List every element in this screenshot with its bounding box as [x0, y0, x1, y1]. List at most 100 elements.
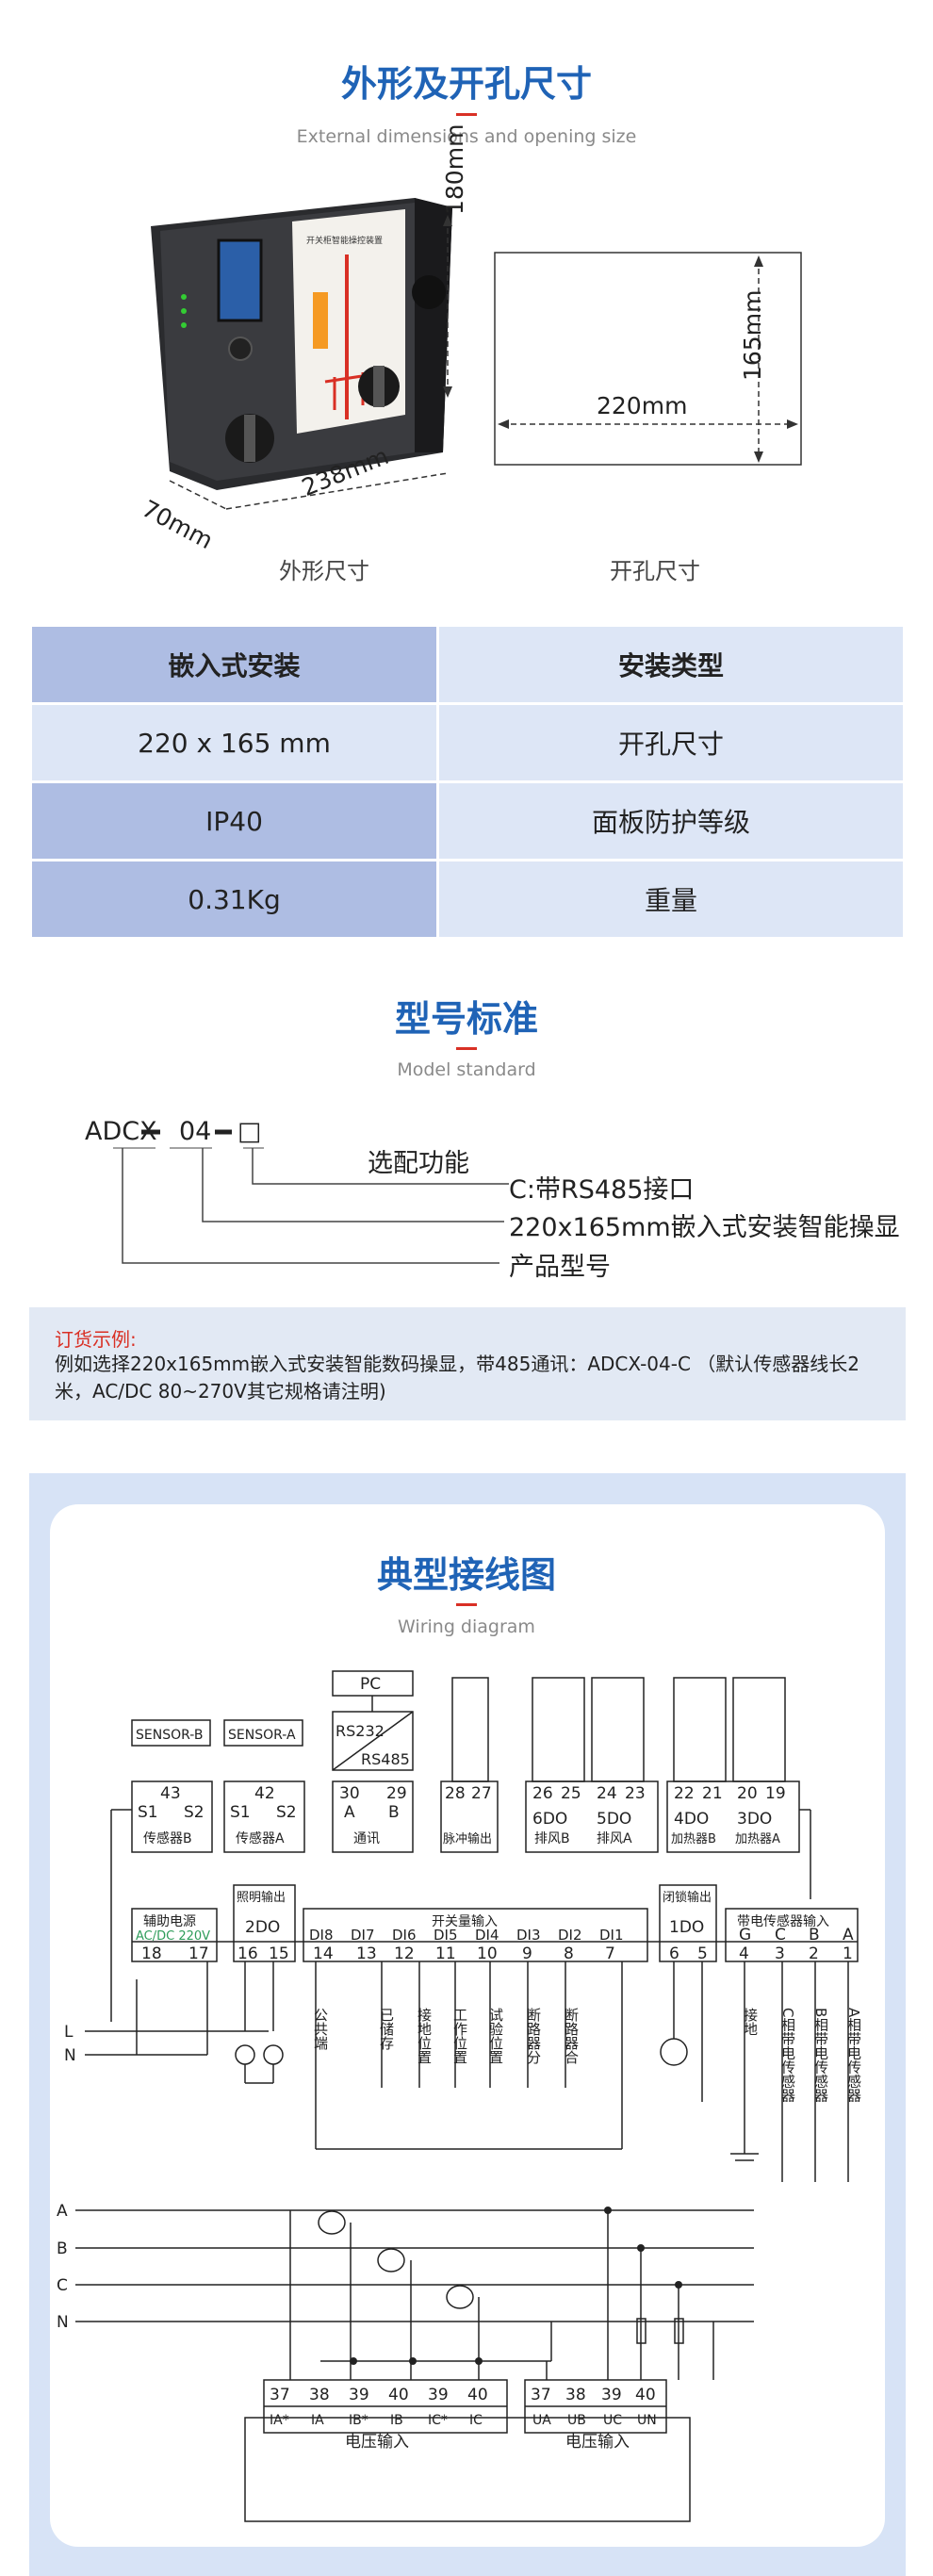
term-label: IC* [428, 2413, 448, 2428]
term-num: 43 [160, 1784, 181, 1803]
term-num: 39 [428, 2386, 449, 2404]
cutout-diagram [494, 252, 802, 466]
term-num: 2 [809, 1944, 819, 1963]
label-option: 选配功能 [368, 1149, 469, 1178]
table-cell: 安装类型 [436, 624, 906, 705]
aux-title: 辅助电源 [143, 1914, 196, 1929]
term-num: 8 [564, 1944, 574, 1963]
line-l-label: L [64, 2023, 74, 2042]
model-title: 型号标准 [394, 998, 538, 1040]
order-example-box: 订货示例: 例如选择220x165mm嵌入式安装智能数码操显，带485通讯：AD… [29, 1307, 906, 1420]
table-row: 0.31Kg 重量 [29, 859, 906, 940]
table-cell: 重量 [436, 859, 906, 940]
di-label: 断路器合 [563, 2008, 580, 2064]
sensor-label: C相带电传感器 [779, 2008, 796, 2103]
di-label: 已储存 [378, 2008, 395, 2050]
term-num: 20 [737, 1784, 758, 1803]
di-label: 试验位置 [487, 2008, 504, 2064]
term-label: UC [603, 2413, 622, 2428]
sensor-term: G [739, 1926, 751, 1944]
term-label: UN [637, 2413, 657, 2428]
term-num: 25 [561, 1784, 581, 1803]
table-cell: IP40 [29, 780, 439, 861]
term-num: 21 [702, 1784, 723, 1803]
sensor-a-label: SENSOR-A [228, 1728, 296, 1743]
term-num: 12 [394, 1944, 415, 1963]
term-num: 39 [349, 2386, 369, 2404]
block-name: 排风A [597, 1831, 632, 1846]
order-text: 例如选择220x165mm嵌入式安装智能数码操显，带485通讯：ADCX-04-… [55, 1353, 860, 1403]
term-num: 42 [254, 1784, 275, 1803]
cut-width-label: 220mm [597, 392, 688, 419]
sensor-term: A [843, 1926, 854, 1944]
table-row: IP40 面板防护等级 [29, 780, 906, 861]
knob-side-icon [412, 275, 446, 309]
cut-height-label: 165mm [739, 289, 766, 381]
caption-opening: 开孔尺寸 [610, 558, 700, 584]
table-cell: 面板防护等级 [436, 780, 906, 861]
term-num: 14 [313, 1944, 334, 1963]
term-num: 28 [445, 1784, 466, 1803]
term-num: 40 [388, 2386, 409, 2404]
di-label: 接地位置 [416, 2008, 433, 2064]
block-name: 传感器A [236, 1830, 285, 1846]
term-num: 10 [477, 1944, 498, 1963]
lock-do: 1DO [669, 1918, 704, 1937]
sensor-term: C [775, 1926, 786, 1944]
label-size: 220x165mm嵌入式安装智能操显 [509, 1213, 900, 1242]
wiring-title: 典型接线图 [376, 1554, 556, 1596]
term-label: IA [311, 2413, 324, 2428]
block-name: 加热器B [671, 1832, 716, 1846]
term-label: 4DO [674, 1810, 709, 1829]
label-rs485: C:带RS485接口 [509, 1175, 695, 1205]
model-subtitle: Model standard [397, 1059, 536, 1080]
term-num: 13 [356, 1944, 377, 1963]
di-term: DI2 [558, 1927, 582, 1944]
term-label: A [344, 1803, 355, 1822]
di-term: DI5 [434, 1927, 458, 1944]
table-cell: 嵌入式安装 [29, 624, 439, 705]
rs485-label: RS485 [361, 1750, 410, 1768]
wiring-diagram: PC RS232 RS485 SENSOR-B SENSOR-A 43 S1 S… [57, 1670, 862, 2522]
model-code-diagram [113, 1129, 509, 1264]
term-num: 18 [141, 1944, 162, 1963]
table-cell: 220 x 165 mm [29, 702, 439, 783]
term-num: 22 [674, 1784, 695, 1803]
term-num: 5 [697, 1944, 708, 1963]
term-label: IB* [349, 2413, 368, 2428]
term-label: UB [567, 2413, 586, 2428]
term-label: 6DO [532, 1810, 567, 1829]
sensor-title: 带电传感器输入 [737, 1913, 829, 1929]
term-label: 5DO [597, 1810, 631, 1829]
table-row: 嵌入式安装 安装类型 [29, 624, 906, 705]
table-row: 220 x 165 mm 开孔尺寸 [29, 702, 906, 783]
di-label: 断路器分 [525, 2008, 542, 2065]
sensor-label: B相带电传感器 [812, 2008, 829, 2102]
term-num: 40 [467, 2386, 488, 2404]
order-label: 订货示例: [55, 1328, 137, 1351]
table-cell: 0.31Kg [29, 859, 439, 940]
rs232-label: RS232 [336, 1722, 385, 1740]
di-term: DI6 [392, 1927, 417, 1944]
term-num: 38 [309, 2386, 330, 2404]
bus-label: A [57, 2202, 68, 2221]
di-label: 工作位置 [451, 2008, 468, 2064]
term-label: IB [390, 2413, 403, 2428]
light-do: 2DO [245, 1918, 280, 1937]
title-accent-bar [456, 1047, 477, 1050]
bus-label: B [57, 2240, 68, 2258]
device-panel-title: 开关柜智能操控装置 [306, 235, 383, 246]
term-num: 17 [188, 1944, 209, 1963]
block-name: 排风B [534, 1831, 570, 1846]
caption-external: 外形尺寸 [279, 558, 369, 584]
term-num: 40 [635, 2386, 656, 2404]
di-label: 公共端 [312, 2008, 329, 2050]
term-num: 39 [601, 2386, 622, 2404]
term-num: 11 [435, 1944, 456, 1963]
term-num: 16 [237, 1944, 258, 1963]
term-label: S2 [184, 1803, 205, 1822]
sensor-b-label: SENSOR-B [136, 1728, 203, 1743]
term-num: 4 [739, 1944, 749, 1963]
term-label: S1 [230, 1803, 251, 1822]
pc-label: PC [360, 1675, 381, 1694]
